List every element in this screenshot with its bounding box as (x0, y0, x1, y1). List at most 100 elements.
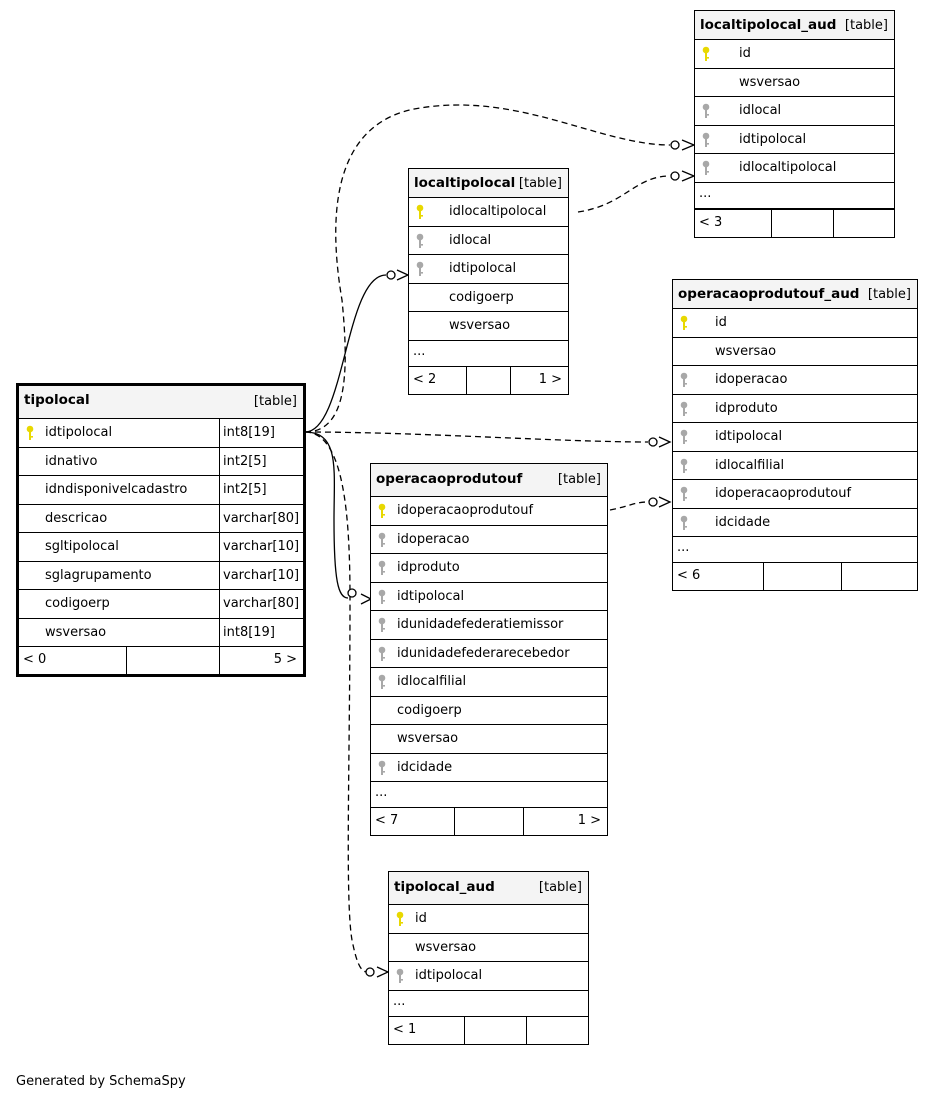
column-row[interactable]: idoperacaoprodutouf (371, 497, 607, 526)
column-row[interactable]: wsversao (371, 725, 607, 754)
table-operacaoprodutouf[interactable]: operacaoprodutouf [table] idoperacaoprod… (370, 463, 608, 836)
column-row[interactable]: idproduto (673, 395, 917, 423)
column-row[interactable]: idunidadefederarecebedor (371, 640, 607, 668)
foreign-key-icon (679, 486, 689, 502)
column-row[interactable]: wsversao (695, 69, 894, 97)
column-row[interactable]: idlocalfilial (371, 668, 607, 697)
foreign-key-icon (701, 103, 711, 119)
more-columns: ... (413, 343, 426, 359)
column-row[interactable]: idtipolocal (409, 255, 568, 284)
primary-key-icon (395, 911, 405, 927)
column-row[interactable]: idlocal (409, 227, 568, 255)
column-row[interactable]: idoperacao (371, 526, 607, 554)
column-name: idtipolocal (397, 588, 465, 604)
column-name: idlocaltipolocal (449, 204, 547, 219)
column-row[interactable]: codigoerp (371, 697, 607, 725)
crow-foot-marker (396, 269, 410, 281)
column-name: idtipolocal (449, 261, 517, 276)
parents-count (833, 209, 894, 237)
column-row[interactable]: idcidade (371, 754, 607, 782)
column-row[interactable]: idoperacaoprodutouf (673, 480, 917, 509)
foreign-key-icon (679, 372, 689, 388)
table-type: [table] (844, 18, 888, 33)
column-row[interactable]: idlocaltipolocal (695, 154, 894, 183)
more-columns-row: ... (371, 782, 607, 808)
table-name: localtipolocal_aud (700, 17, 837, 33)
column-name: sglagrupamento (45, 567, 152, 583)
column-row[interactable]: wsversao (389, 934, 588, 962)
column-row[interactable]: codigoerp (409, 284, 568, 312)
column-name: idlocalfilial (715, 457, 785, 473)
more-columns: ... (677, 540, 690, 555)
table-tipolocal-aud[interactable]: tipolocal_aud [table] id wsversao idtipolo… (388, 871, 589, 1045)
foreign-key-icon (395, 968, 405, 984)
table-header: tipolocal_aud [table] (389, 872, 588, 905)
column-row[interactable]: idproduto (371, 554, 607, 583)
table-type: [table] (518, 176, 562, 191)
column-name: wsversao (415, 939, 477, 955)
column-row[interactable]: idcidade (673, 509, 917, 537)
column-row[interactable]: id (673, 309, 917, 338)
column-row[interactable]: wsversao (673, 338, 917, 366)
column-name: idoperacaoprodutouf (715, 486, 852, 501)
crow-foot-marker (681, 139, 696, 151)
column-row[interactable]: idtipolocal (695, 126, 894, 154)
column-row[interactable]: idlocal (695, 97, 894, 126)
foreign-key-icon (679, 429, 689, 445)
primary-key-icon (25, 425, 35, 441)
foreign-key-icon (701, 160, 711, 176)
optional-marker (648, 497, 658, 507)
column-name: idunidadefederarecebedor (397, 645, 570, 661)
column-row[interactable]: idtipolocal (673, 423, 917, 452)
column-row[interactable]: id (389, 905, 588, 934)
table-footer: < 3 (695, 208, 894, 237)
parents-count: 1 > (523, 808, 607, 835)
column-row[interactable]: idunidadefederatiemissor (371, 611, 607, 640)
column-name: idoperacao (715, 372, 788, 387)
column-name: idlocaltipolocal (739, 160, 837, 175)
table-operacaoprodutouf-aud[interactable]: operacaoprodutouf_aud [table] id wsversao… (672, 279, 918, 591)
column-name: descricao (45, 510, 108, 526)
column-type: varchar[10] (219, 533, 303, 561)
column-name: idlocal (739, 103, 782, 118)
footer-middle (763, 563, 841, 590)
column-name: wsversao (449, 318, 511, 333)
table-name: localtipolocal (414, 175, 516, 191)
link-tipolocal-tipolocal-aud (304, 431, 368, 973)
optional-marker (648, 437, 658, 447)
table-type: [table] (538, 880, 582, 895)
column-row[interactable]: idoperacao (673, 366, 917, 395)
column-name: id (715, 315, 727, 330)
column-row[interactable]: idlocalfilial (673, 452, 917, 480)
column-name: codigoerp (45, 596, 110, 611)
column-name: idtipolocal (715, 429, 783, 444)
link-operacaoprodutouf-operacaoprodutouf-aud (609, 501, 649, 511)
table-header: operacaoprodutouf [table] (371, 464, 607, 497)
column-row[interactable]: idlocaltipolocal (409, 198, 568, 227)
optional-marker (670, 140, 680, 150)
more-columns: ... (393, 993, 406, 1009)
column-row[interactable]: idtipolocal (371, 583, 607, 611)
table-localtipolocal[interactable]: localtipolocal [table] idlocaltipolocal i… (408, 168, 569, 395)
column-name: idndisponivelcadastro (45, 482, 188, 497)
foreign-key-icon (377, 617, 387, 633)
table-footer: < 7 1 > (371, 808, 607, 835)
column-row[interactable]: id (695, 40, 894, 69)
link-localtipolocal-localtipolocal-aud (577, 175, 671, 213)
table-header: operacaoprodutouf_aud [table] (673, 280, 917, 309)
column-row[interactable]: idtipolocal (389, 962, 588, 991)
link-tipolocal-localtipolocal (304, 274, 387, 433)
column-row[interactable]: wsversao (409, 312, 568, 341)
more-columns-row: ... (695, 183, 894, 209)
